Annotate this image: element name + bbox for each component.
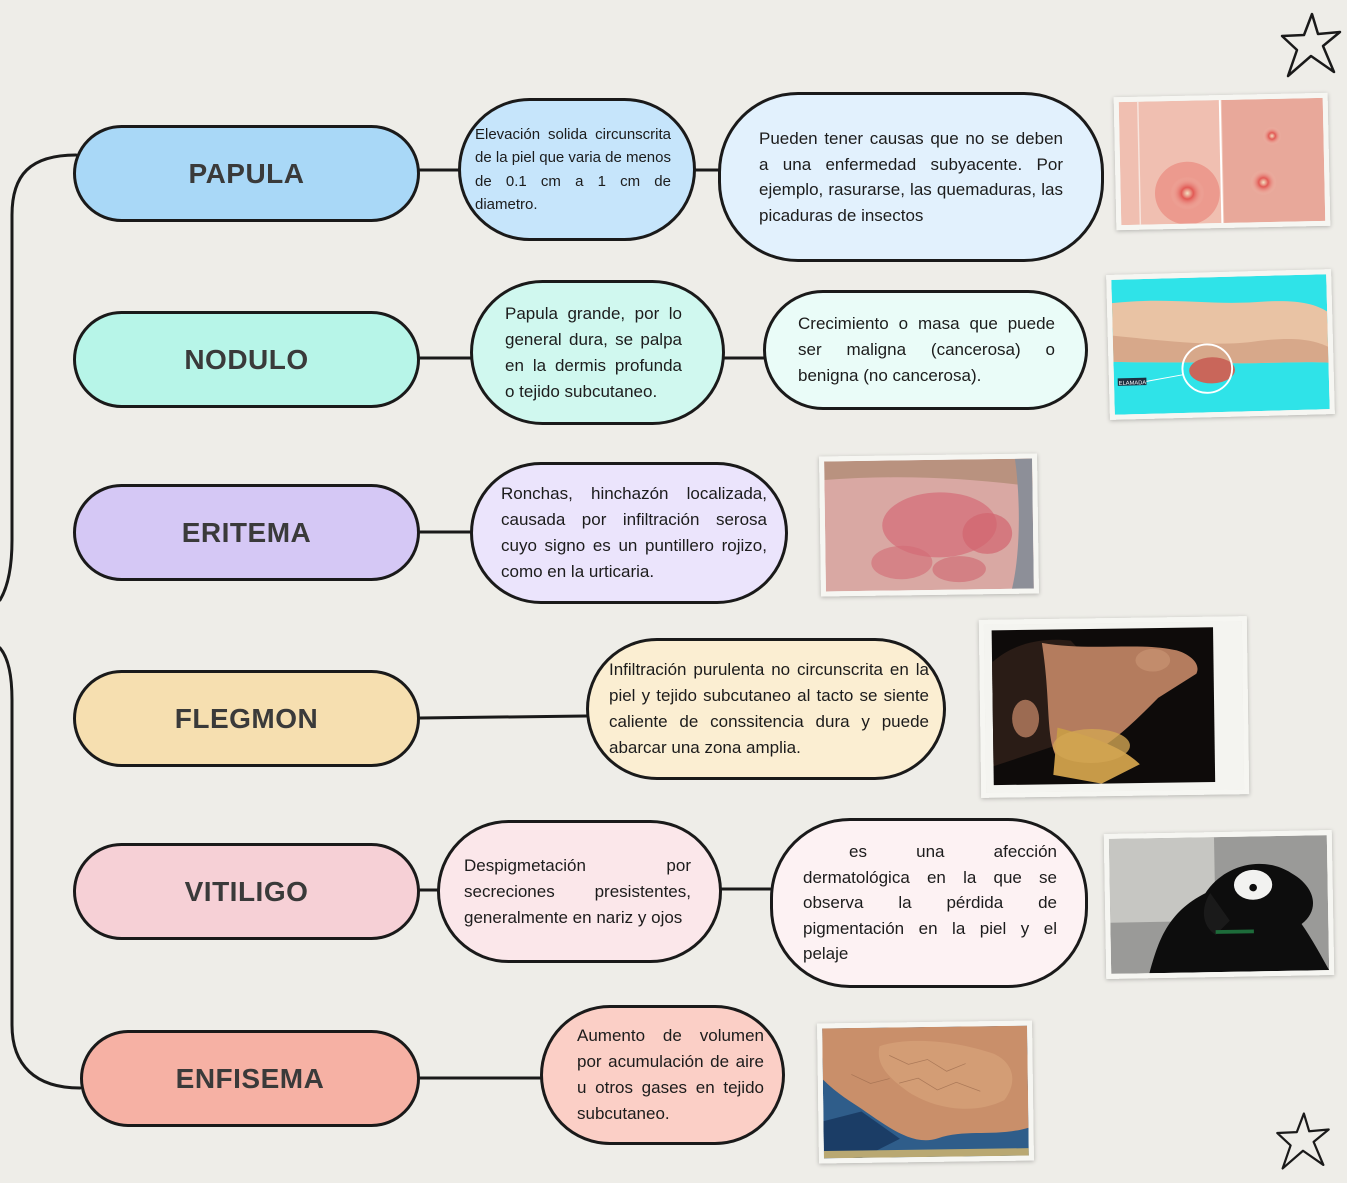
skin-erythema-photo: [819, 453, 1039, 596]
arm-nodule-photo: ELAMADA: [1106, 269, 1335, 420]
term-flegmon[interactable]: FLEGMON: [73, 670, 420, 767]
definition-text: Infiltración purulenta no circunscrita e…: [609, 657, 929, 761]
term-papula[interactable]: PAPULA: [73, 125, 420, 222]
bracket-lower: [0, 648, 80, 1088]
definition-text: Papula grande, por lo general dura, se p…: [505, 301, 682, 405]
definition-text: Elevación solida circunscrita de la piel…: [475, 123, 671, 217]
skin-papules-photo: [1114, 93, 1331, 230]
term-label: NODULO: [184, 344, 308, 376]
skin-emphysema-photo: [817, 1021, 1034, 1164]
definition-papula: Elevación solida circunscrita de la piel…: [458, 98, 696, 241]
detail-nodulo: Crecimiento o masa que puede ser maligna…: [763, 290, 1088, 410]
term-eritema[interactable]: ERITEMA: [73, 484, 420, 581]
term-label: FLEGMON: [175, 703, 319, 735]
star-outline-icon: [1272, 1110, 1334, 1172]
detail-vitiligo: es una afección dermatológica en la que …: [770, 818, 1088, 988]
term-enfisema[interactable]: ENFISEMA: [80, 1030, 420, 1127]
detail-text: es una afección dermatológica en la que …: [803, 839, 1057, 967]
term-label: PAPULA: [188, 158, 304, 190]
link-flegmon: [420, 716, 586, 718]
term-nodulo[interactable]: NODULO: [73, 311, 420, 408]
definition-nodulo: Papula grande, por lo general dura, se p…: [470, 280, 725, 425]
neck-phlegmon-photo: [979, 616, 1249, 798]
bracket-upper: [0, 155, 76, 600]
definition-eritema: Ronchas, hinchazón localizada, causada p…: [470, 462, 788, 604]
definition-enfisema: Aumento de volumen por acumulación de ai…: [540, 1005, 785, 1145]
definition-vitiligo: Despigmetación por secreciones presisten…: [437, 820, 722, 963]
detail-text: Crecimiento o masa que puede ser maligna…: [798, 311, 1055, 389]
star-outline-icon: [1278, 10, 1344, 80]
dog-vitiligo-photo: [1104, 830, 1334, 979]
term-label: VITILIGO: [185, 876, 309, 908]
detail-papula: Pueden tener causas que no se deben a un…: [718, 92, 1104, 262]
term-vitiligo[interactable]: VITILIGO: [73, 843, 420, 940]
term-label: ENFISEMA: [176, 1063, 325, 1095]
definition-text: Despigmetación por secreciones presisten…: [464, 853, 691, 931]
detail-text: Pueden tener causas que no se deben a un…: [759, 126, 1063, 228]
definition-text: Ronchas, hinchazón localizada, causada p…: [501, 481, 767, 585]
definition-flegmon: Infiltración purulenta no circunscrita e…: [586, 638, 946, 780]
image-caption: ELAMADA: [1119, 380, 1147, 387]
term-label: ERITEMA: [182, 517, 312, 549]
definition-text: Aumento de volumen por acumulación de ai…: [577, 1023, 764, 1127]
